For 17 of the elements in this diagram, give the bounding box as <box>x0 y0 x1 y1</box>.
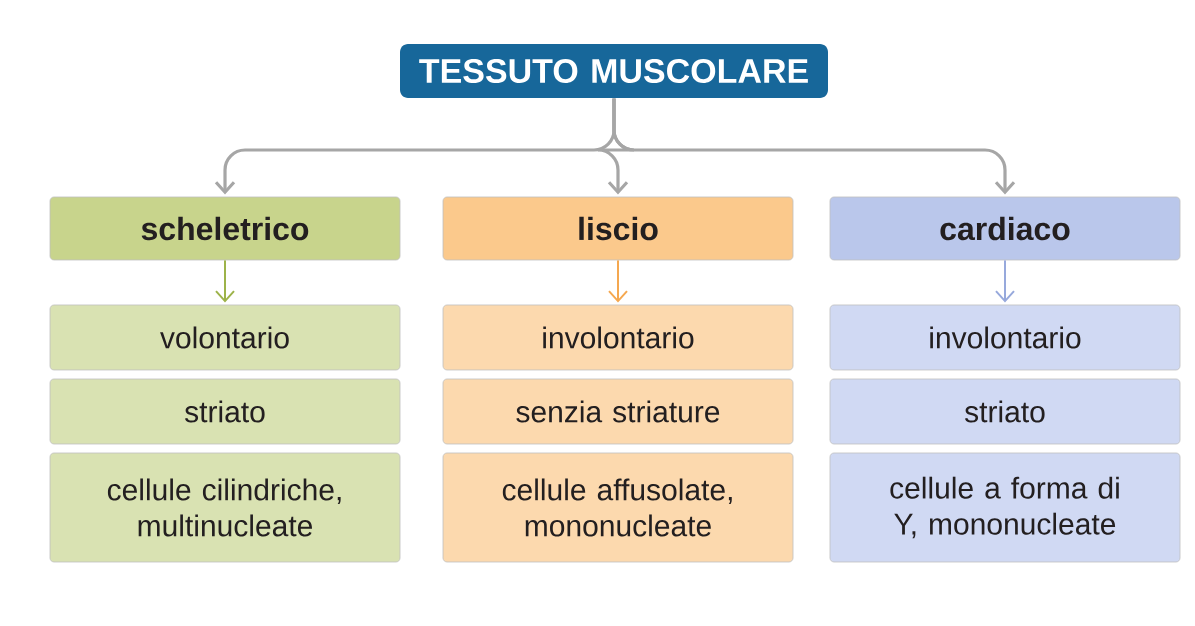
arrow <box>608 259 628 303</box>
property-box: senzia striature <box>442 378 794 445</box>
arrow <box>215 259 235 303</box>
property-box: cellule a forma di Y, mononucleate <box>829 452 1181 563</box>
property-box: cellule affusolate, mononucleate <box>442 452 794 563</box>
category-box: liscio <box>442 196 794 261</box>
arrow <box>995 259 1015 303</box>
property-box: involontario <box>829 304 1181 371</box>
property-box: volontario <box>49 304 401 371</box>
title-banner: TESSUTO MUSCOLARE <box>400 44 828 98</box>
property-box: striato <box>49 378 401 445</box>
arrow <box>612 98 1016 195</box>
category-box: cardiaco <box>829 196 1181 261</box>
category-box: scheletrico <box>49 196 401 261</box>
property-box: involontario <box>442 304 794 371</box>
property-box: striato <box>829 378 1181 445</box>
property-box: cellule cilindriche, multinucleate <box>49 452 401 563</box>
